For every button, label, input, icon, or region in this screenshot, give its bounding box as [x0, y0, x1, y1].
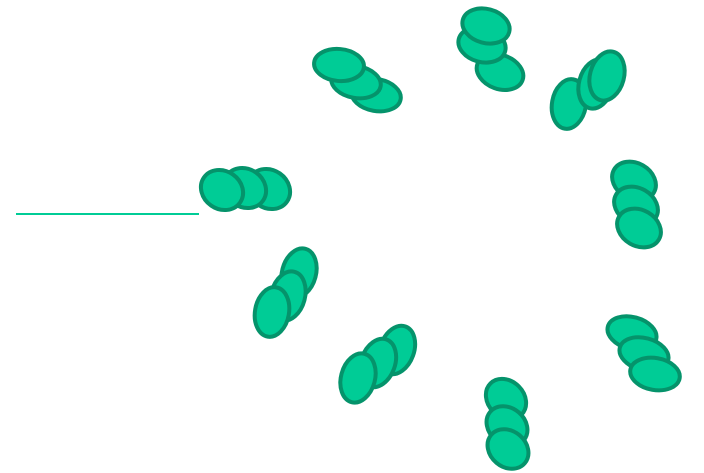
green-ellipse	[252, 285, 292, 339]
ellipse-cluster	[605, 314, 682, 393]
ellipse-cluster	[312, 46, 403, 114]
green-ellipse	[312, 46, 366, 84]
ellipse-cluster	[549, 49, 627, 131]
ellipse-cluster	[252, 246, 319, 339]
green-ellipse	[615, 206, 663, 250]
ellipse-cluster	[338, 323, 418, 405]
green-ellipse	[338, 351, 378, 405]
green-ellipse	[628, 355, 682, 393]
green-ellipse	[587, 49, 627, 103]
ellipse-clusters	[198, 6, 682, 471]
ellipse-cluster	[198, 165, 293, 213]
ellipse-cluster	[483, 376, 531, 471]
ellipse-cluster	[610, 159, 663, 250]
green-ellipse	[198, 167, 246, 213]
green-ellipse	[485, 427, 531, 471]
ellipse-cluster	[456, 6, 526, 92]
green-ellipse	[460, 6, 512, 46]
